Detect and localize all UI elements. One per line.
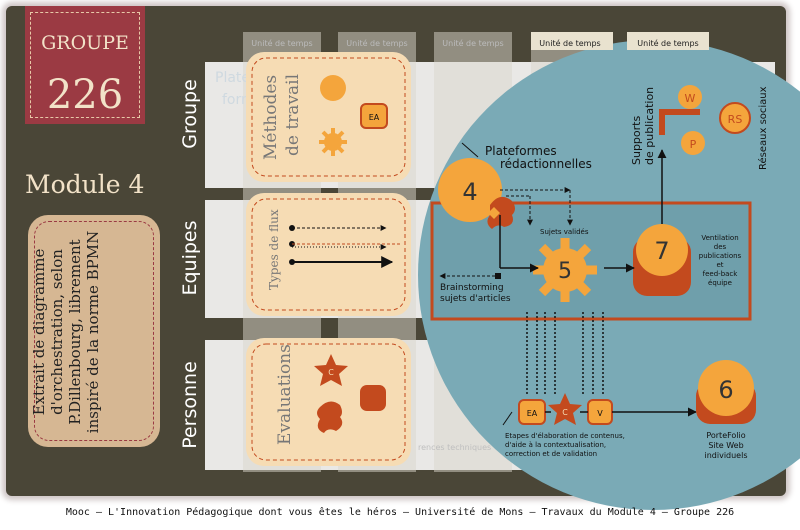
sujets-valides-label: Sujets validés <box>540 228 589 236</box>
node-rs-circle <box>719 102 751 134</box>
methods-circle-icon <box>320 75 346 101</box>
time-unit-box-4 <box>531 32 613 50</box>
faded-techniques: rences techniques <box>418 443 491 452</box>
time-unit-box-5 <box>627 32 709 50</box>
footer-caption: Mooc – L'Innovation Pédagogique dont vou… <box>65 507 735 518</box>
node-7-label: 7 <box>654 237 669 265</box>
ventilation-label-5: feed-back <box>703 270 739 278</box>
legend-methods-box <box>246 52 411 182</box>
node-p-circle <box>681 131 705 155</box>
etapes-label-1: Etapes d'élaboration de contenus, <box>505 432 625 440</box>
time-unit-2: Unité de temps <box>346 38 407 48</box>
node-4-gateway <box>487 196 515 229</box>
evaluations-label: Evaluations <box>275 344 295 445</box>
legend-flux-box <box>246 193 411 316</box>
module-title: Module 4 <box>25 170 145 199</box>
ventilation-label-2: des <box>714 243 727 251</box>
plateformes-label-1: Plateformes <box>485 144 557 158</box>
reseaux-label: Réseaux sociaux <box>757 86 769 170</box>
node-w-circle <box>678 85 702 109</box>
ventilation-label-4: et <box>716 261 723 269</box>
time-unit-5: Unité de temps <box>637 38 698 48</box>
methods-label-2: de travail <box>283 74 303 156</box>
ventilation-label-6: équipe <box>708 279 732 287</box>
node-5-gear <box>533 238 597 302</box>
evaluations-star-icon <box>314 354 348 386</box>
step-c-star <box>548 393 582 425</box>
legend-methods-border <box>251 57 406 177</box>
etapes-label-2: d'aide à la contextualisation, <box>505 441 606 449</box>
lane-label-personne: Personne <box>179 361 201 449</box>
methods-gear-icon <box>319 128 347 156</box>
ventilation-label-3: publications <box>699 252 742 260</box>
equipe-band <box>430 201 752 321</box>
node-4-label: 4 <box>462 178 477 206</box>
node-7-circle <box>636 224 688 276</box>
extract-text: Extrait de diagramme d'orchestration, se… <box>30 230 102 434</box>
group-label: GROUPE <box>41 32 129 54</box>
node-6-circle <box>698 360 754 416</box>
time-unit-4: Unité de temps <box>539 38 600 48</box>
legend-evaluations-border <box>251 343 406 461</box>
node-rs-label: RS <box>728 113 743 126</box>
node-4-circle <box>438 158 502 222</box>
lane-label-groupe: Groupe <box>179 79 201 149</box>
node-p-label: P <box>690 138 697 151</box>
node-6-label: 6 <box>718 376 733 404</box>
ventilation-label-1: Ventilation <box>701 234 738 242</box>
supports-label-1: Supports <box>630 116 643 165</box>
brainstorming-label-1: Brainstorming <box>440 283 504 293</box>
step-c-label: C <box>562 408 568 417</box>
node-w-label: W <box>685 92 696 105</box>
group-ribbon: GROUPE 226 <box>25 6 145 124</box>
portfolio-label-2: Site Web <box>708 441 743 450</box>
evaluations-shape-icon <box>317 401 343 433</box>
methods-label-1: Méthodes <box>261 75 281 160</box>
evaluations-square-icon <box>360 385 386 411</box>
faded-platform-1: Plate <box>215 70 250 86</box>
brainstorming-label-2: sujets d'articles <box>440 294 511 304</box>
step-ea-label: EA <box>527 409 538 418</box>
extract-box <box>28 215 160 447</box>
etapes-label-3: correction et de validation <box>505 450 597 458</box>
supports-label-2: de publication <box>643 87 656 165</box>
portfolio-label-1: PorteFolio <box>706 431 745 440</box>
portfolio-label-3: individuels <box>704 451 747 460</box>
node-5-label: 5 <box>558 259 572 284</box>
group-number: 226 <box>46 72 124 118</box>
step-v-label: V <box>597 409 603 418</box>
lane-label-equipes: Equipes <box>179 220 201 296</box>
evaluations-c-label: C <box>328 368 334 377</box>
plateformes-label-2: rédactionnelles <box>500 157 592 171</box>
methods-ea-icon <box>360 103 388 129</box>
methods-ea-label: EA <box>369 113 380 122</box>
time-unit-3: Unité de temps <box>442 38 503 48</box>
flux-label: Types de flux <box>267 209 281 290</box>
time-unit-1: Unité de temps <box>251 38 312 48</box>
